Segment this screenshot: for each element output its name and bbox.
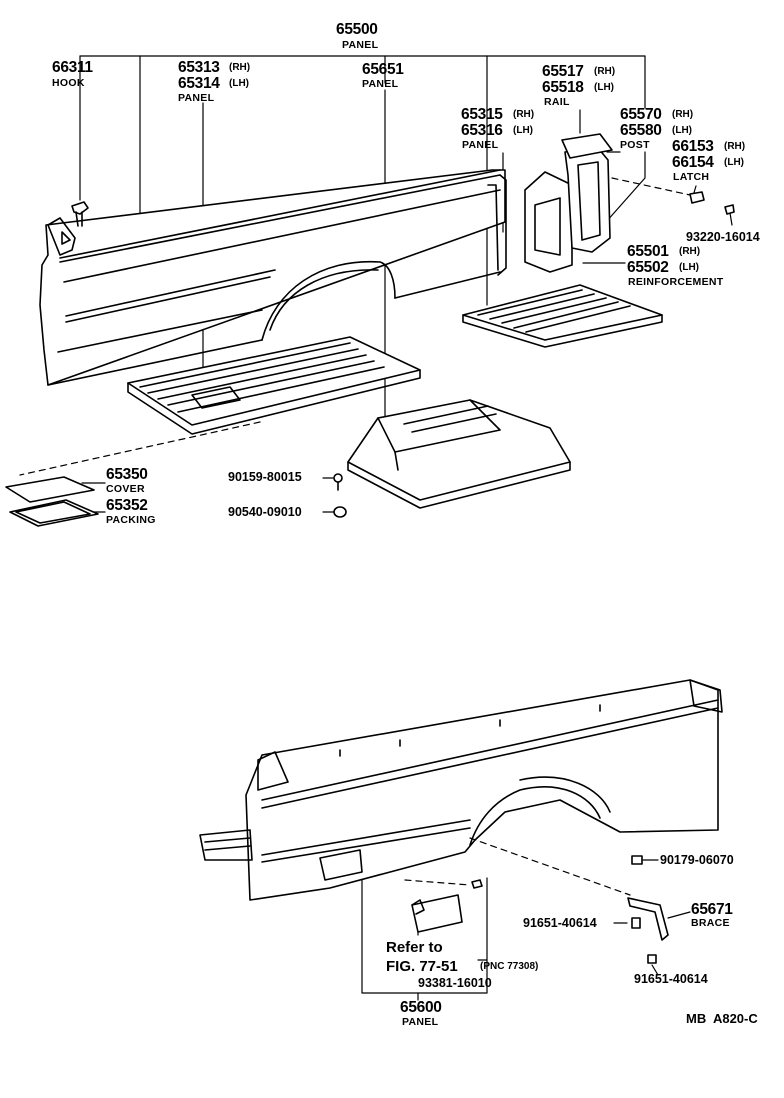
- part-number-65316: 65316: [461, 122, 503, 139]
- part-number-65500: 65500: [336, 21, 378, 38]
- bolt-93220: [724, 204, 735, 215]
- diagram-code: MB A820-C: [686, 1011, 758, 1026]
- side-panel-top: [39, 169, 507, 386]
- part-number-90540-09010: 90540-09010: [228, 505, 302, 519]
- hidden-line-cover: [19, 421, 261, 476]
- part-number-65570: 65570: [620, 106, 662, 123]
- access-cover-part: [411, 894, 463, 933]
- part-suffix-65316: (LH): [513, 125, 533, 136]
- part-name-65600: PANEL: [402, 1016, 439, 1028]
- part-number-91651-40614-a: 91651-40614: [523, 916, 597, 930]
- part-number-65315: 65315: [461, 106, 503, 123]
- part-name-65500: PANEL: [342, 39, 379, 51]
- part-suffix-66154: (LH): [724, 157, 744, 168]
- front-floor-panel: [127, 336, 421, 435]
- part-number-65502: 65502: [627, 259, 669, 276]
- part-name-65502: REINFORCEMENT: [628, 276, 724, 288]
- part-name-65314: PANEL: [178, 92, 215, 104]
- part-suffix-65314: (LH): [229, 78, 249, 89]
- part-name-65671: BRACE: [691, 917, 730, 929]
- part-suffix-65315: (RH): [513, 109, 535, 120]
- part-number-65501: 65501: [627, 243, 669, 260]
- part-suffix-65313: (RH): [229, 62, 251, 73]
- wheel-house-panel: [347, 399, 571, 509]
- part-number-65517: 65517: [542, 63, 584, 80]
- reference-line-2: FIG. 77-51: [386, 958, 458, 975]
- hook-part: [71, 201, 89, 227]
- part-suffix-65517: (RH): [594, 66, 616, 77]
- part-number-65352: 65352: [106, 497, 148, 514]
- reference-line-1: Refer to: [386, 939, 443, 956]
- part-suffix-65502: (LH): [679, 262, 699, 273]
- part-name-66154: LATCH: [673, 171, 710, 183]
- post-part: [564, 147, 611, 253]
- part-name-65352: PACKING: [106, 514, 156, 526]
- part-suffix-65518: (LH): [594, 82, 614, 93]
- part-name-65651: PANEL: [362, 78, 399, 90]
- part-number-66311: 66311: [52, 59, 93, 76]
- part-number-91651-40614-b: 91651-40614: [634, 972, 708, 986]
- part-number-65314: 65314: [178, 75, 220, 92]
- small-fasteners-top: [333, 473, 347, 518]
- part-number-65600: 65600: [400, 999, 442, 1016]
- part-number-65580: 65580: [620, 122, 662, 139]
- part-number-66154: 66154: [672, 154, 714, 171]
- latch-part: [689, 191, 705, 204]
- small-fasteners-bottom: [471, 855, 657, 964]
- part-number-90179-06070: 90179-06070: [660, 853, 734, 867]
- part-name-66311: HOOK: [52, 77, 85, 89]
- part-number-65518: 65518: [542, 79, 584, 96]
- part-number-93220-16014: 93220-16014: [686, 230, 760, 244]
- part-number-65350: 65350: [106, 466, 148, 483]
- part-name-65316: PANEL: [462, 139, 499, 151]
- reference-pnc: (PNC 77308): [480, 961, 539, 972]
- brace-part: [627, 897, 669, 941]
- part-name-65518: RAIL: [544, 96, 570, 108]
- hidden-line-bolt: [404, 879, 471, 886]
- cover-packing-parts: [5, 476, 99, 527]
- reinforcement-part: [524, 171, 573, 273]
- part-name-65350: COVER: [106, 483, 145, 495]
- side-panel-bottom: [199, 679, 723, 901]
- part-number-93381-16010: 93381-16010: [418, 976, 492, 990]
- part-suffix-65580: (LH): [672, 125, 692, 136]
- part-number-66153: 66153: [672, 138, 714, 155]
- hidden-line-brace: [469, 837, 631, 896]
- part-name-65580: POST: [620, 139, 650, 151]
- part-suffix-66153: (RH): [724, 141, 746, 152]
- part-suffix-65501: (RH): [679, 246, 701, 257]
- part-suffix-65570: (RH): [672, 109, 694, 120]
- rail-part: [561, 133, 613, 159]
- part-number-65671: 65671: [691, 901, 733, 918]
- rear-floor-panel: [462, 284, 663, 348]
- part-number-65313: 65313: [178, 59, 220, 76]
- part-number-65651: 65651: [362, 61, 404, 78]
- hidden-line-latch: [611, 177, 691, 196]
- part-number-90159-80015: 90159-80015: [228, 470, 302, 484]
